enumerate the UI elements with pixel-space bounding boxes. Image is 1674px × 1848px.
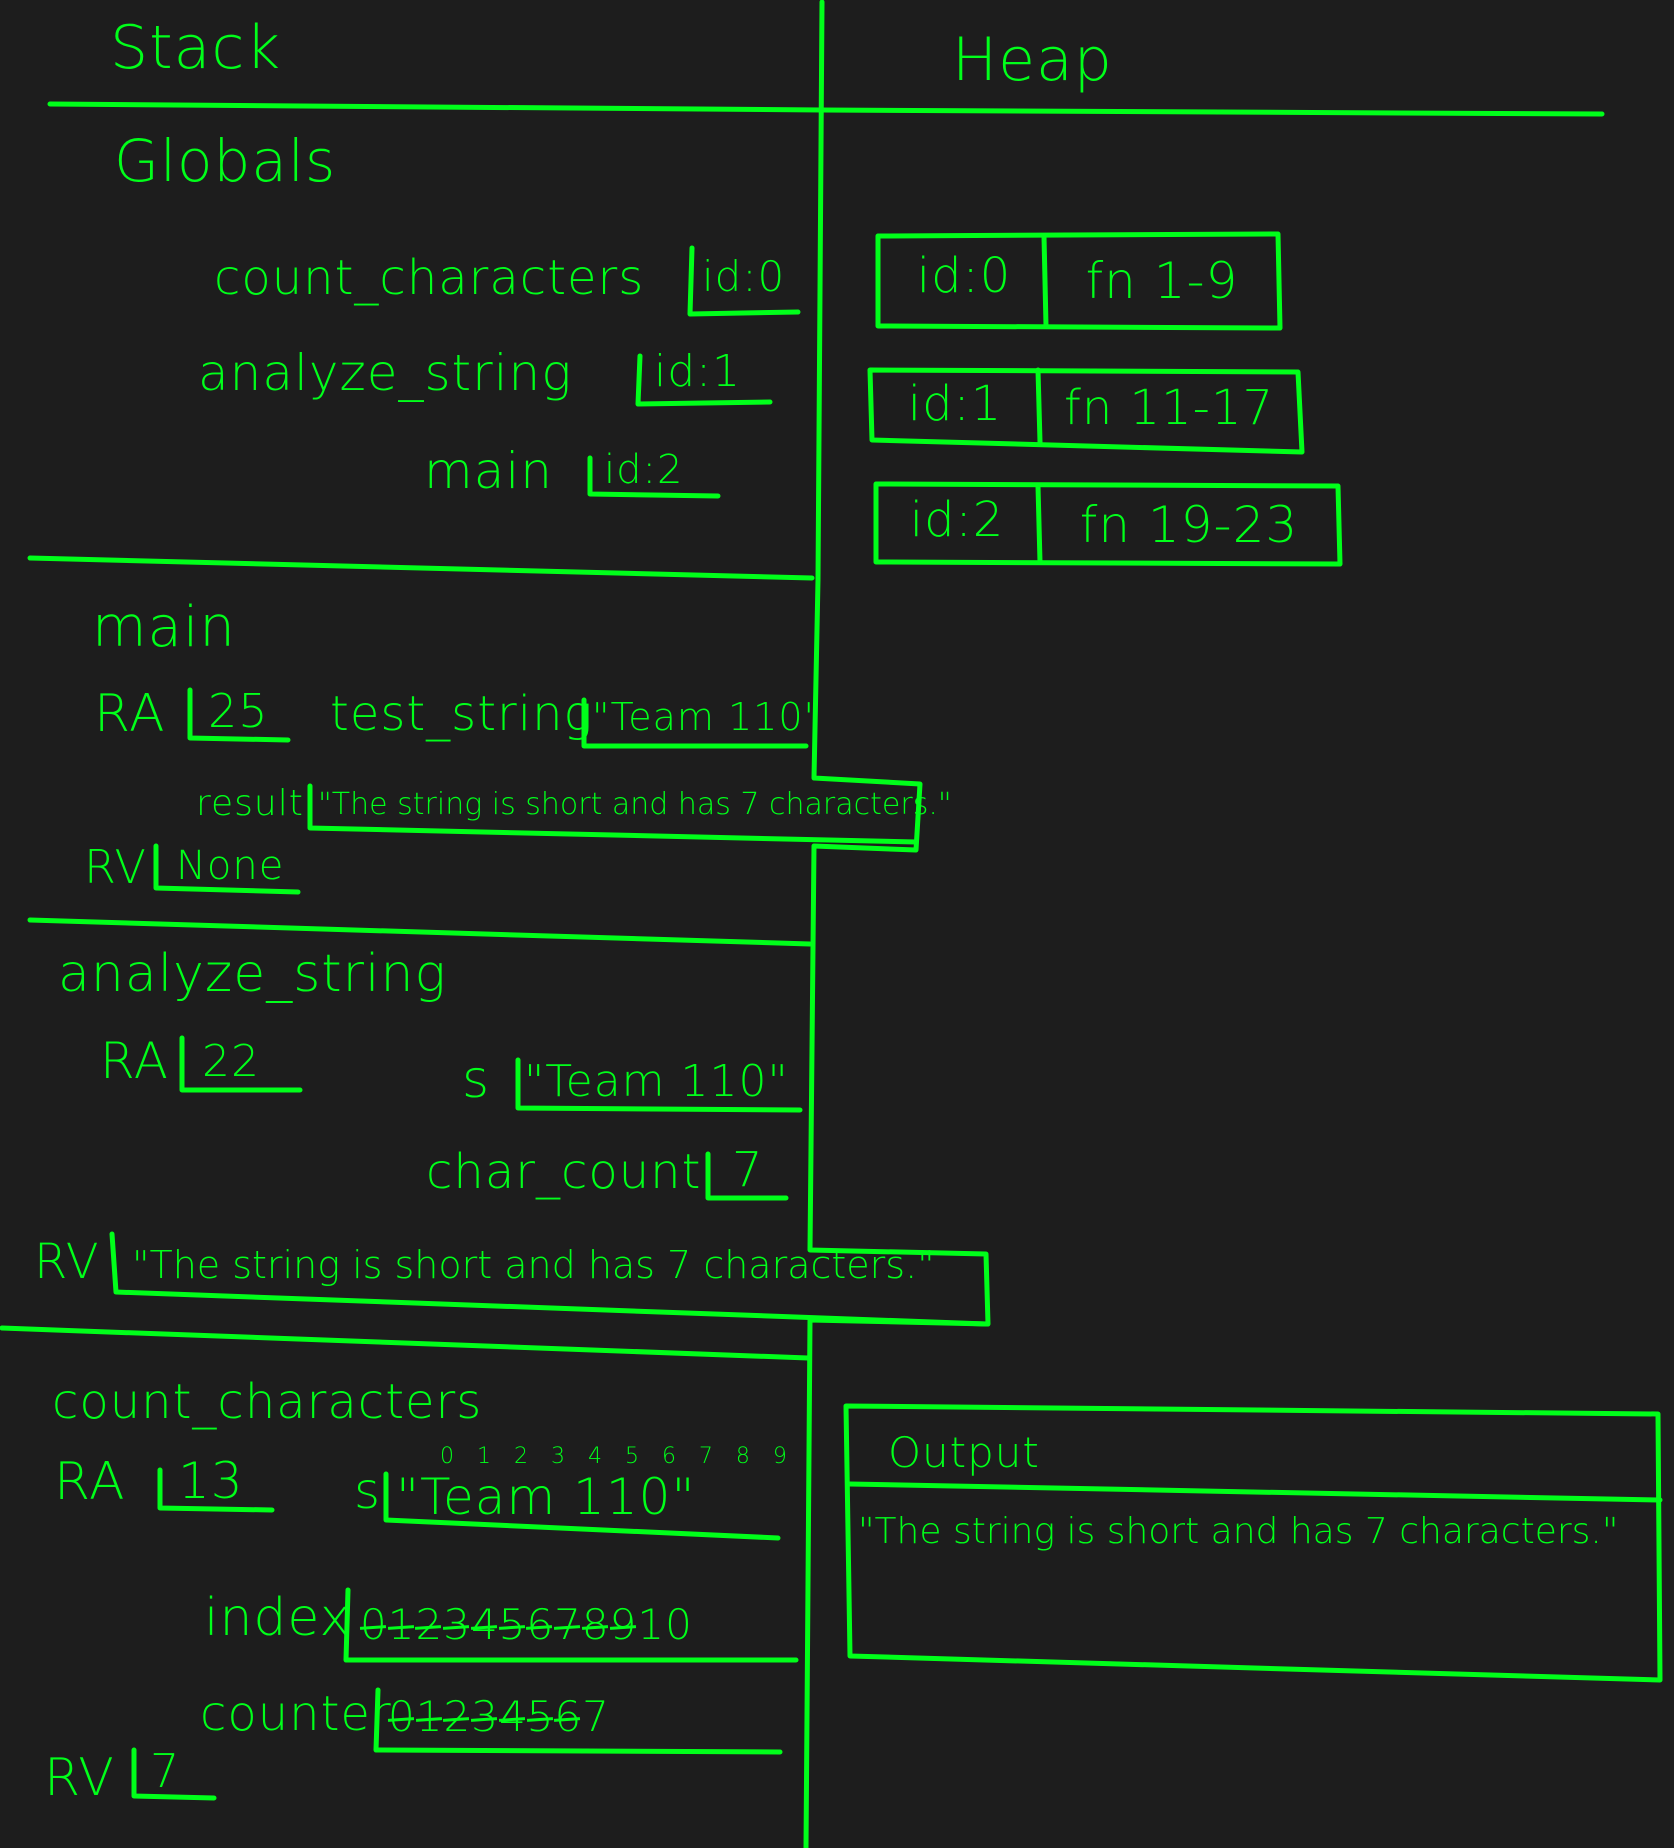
count-index-struck-value: 9	[609, 1600, 638, 1649]
analyze-char-count-label: char_count	[426, 1144, 702, 1200]
count-index-label: index	[204, 1588, 352, 1648]
main-ra-label: RA	[94, 684, 166, 744]
count-s-indices: 0 1 2 3 4 5 6 7 8 9	[440, 1444, 795, 1469]
header-divider	[47, 101, 1605, 117]
heap-id-1: id:1	[907, 376, 1003, 432]
count-box-counter	[373, 1687, 783, 1755]
count-counter-struck-value: 3	[471, 1692, 499, 1741]
heap-object-id-2	[873, 481, 1343, 567]
analyze-char-count-value: 7	[732, 1142, 764, 1198]
count-rv-label: RV	[44, 1748, 115, 1808]
analyze-s-value: "Team 110"	[524, 1056, 789, 1107]
count-box-rv	[131, 1747, 217, 1801]
analyze-rv-value: "The string is short and has 7 character…	[132, 1243, 935, 1287]
main-box-rv	[153, 843, 301, 895]
global-name-analyze-string: analyze_string	[198, 344, 573, 402]
analyze-box-char-count	[705, 1151, 789, 1201]
analyze-ra-label: RA	[100, 1032, 169, 1090]
heap-value-2: fn 19-23	[1079, 496, 1299, 554]
count-s-label: s	[354, 1462, 382, 1520]
analyze-box-rv	[109, 1231, 989, 1327]
count-box-index	[343, 1587, 799, 1663]
count-counter-struck-value: 1	[415, 1692, 444, 1741]
count-s-value: "Team 110"	[396, 1468, 696, 1526]
heap-value-0: fn 1-9	[1085, 252, 1239, 310]
global-name-count-characters: count_characters	[214, 250, 645, 306]
main-test-string-label: test_string	[330, 686, 594, 742]
main-test-string-value: "Team 110"	[592, 695, 823, 739]
count-ra-value: 13	[178, 1452, 244, 1510]
count-index-current-value: 10	[637, 1600, 693, 1649]
main-result-label: result	[196, 783, 304, 824]
count-counter-struck-value: 2	[443, 1692, 472, 1741]
global-value-analyze-string: id:1	[654, 346, 741, 397]
analyze-box-s	[515, 1057, 803, 1113]
globals-box-main	[587, 455, 721, 499]
count-index-struck-value: 1	[387, 1600, 416, 1649]
heap-id-0: id:0	[916, 248, 1012, 304]
count-counter-struck-value: 0	[388, 1692, 416, 1741]
count-counter-values: 01234567	[388, 1696, 610, 1738]
frame-separator-globals	[27, 555, 815, 581]
heap-object-id-1	[867, 367, 1305, 455]
output-text: "The string is short and has 7 character…	[858, 1511, 1619, 1552]
main-ra-value: 25	[208, 684, 269, 738]
global-name-main: main	[424, 442, 553, 500]
stack-header: Stack	[110, 13, 282, 83]
count-ra-label: RA	[54, 1452, 126, 1512]
analyze-ra-value: 22	[202, 1036, 260, 1087]
count-counter-struck-value: 6	[554, 1692, 583, 1741]
count-counter-current-value: 7	[582, 1692, 610, 1741]
count-index-struck-value: 4	[470, 1600, 499, 1649]
output-box	[843, 1403, 1663, 1683]
main-result-value: "The string is short and has 7 character…	[318, 787, 952, 822]
frame-title-main: main	[92, 595, 236, 660]
heap-header: Heap	[952, 25, 1113, 95]
frame-separator-analyze	[0, 1325, 811, 1361]
count-index-struck-value: 0	[360, 1600, 388, 1649]
heap-object-id-0	[875, 231, 1283, 331]
count-rv-value: 7	[150, 1744, 181, 1798]
globals-box-count-characters	[687, 245, 801, 317]
frame-separator-main	[27, 917, 813, 947]
main-box-ra	[187, 687, 291, 743]
main-box-result	[307, 783, 919, 845]
globals-title: Globals	[114, 127, 337, 195]
count-index-values: 012345678910	[360, 1604, 693, 1646]
count-index-struck-value: 7	[554, 1600, 582, 1649]
count-index-struck-value: 5	[498, 1600, 527, 1649]
count-index-struck-value: 8	[581, 1600, 610, 1649]
heap-id-2: id:2	[909, 492, 1005, 548]
count-counter-struck-value: 4	[498, 1692, 527, 1741]
global-value-count-characters: id:0	[702, 252, 786, 301]
output-title: Output	[888, 1428, 1040, 1477]
globals-box-analyze-string	[635, 353, 773, 407]
main-box-test-string	[581, 697, 809, 749]
count-counter-struck-value: 5	[526, 1692, 555, 1741]
main-rv-label: RV	[84, 840, 147, 894]
count-index-struck-value: 3	[443, 1600, 471, 1649]
count-counter-label: counter	[200, 1686, 392, 1742]
count-box-ra	[157, 1467, 275, 1513]
count-index-struck-value: 2	[415, 1600, 444, 1649]
count-box-s	[383, 1471, 781, 1541]
main-rv-value: None	[176, 843, 285, 889]
analyze-rv-label: RV	[34, 1234, 100, 1290]
count-index-struck-value: 6	[526, 1600, 555, 1649]
frame-title-count-characters: count_characters	[52, 1374, 483, 1430]
analyze-s-label: s	[462, 1050, 491, 1110]
heap-value-1: fn 11-17	[1063, 380, 1275, 436]
analyze-box-ra	[179, 1035, 303, 1093]
global-value-main: id:2	[604, 447, 684, 493]
frame-title-analyze-string: analyze_string	[58, 944, 447, 1004]
